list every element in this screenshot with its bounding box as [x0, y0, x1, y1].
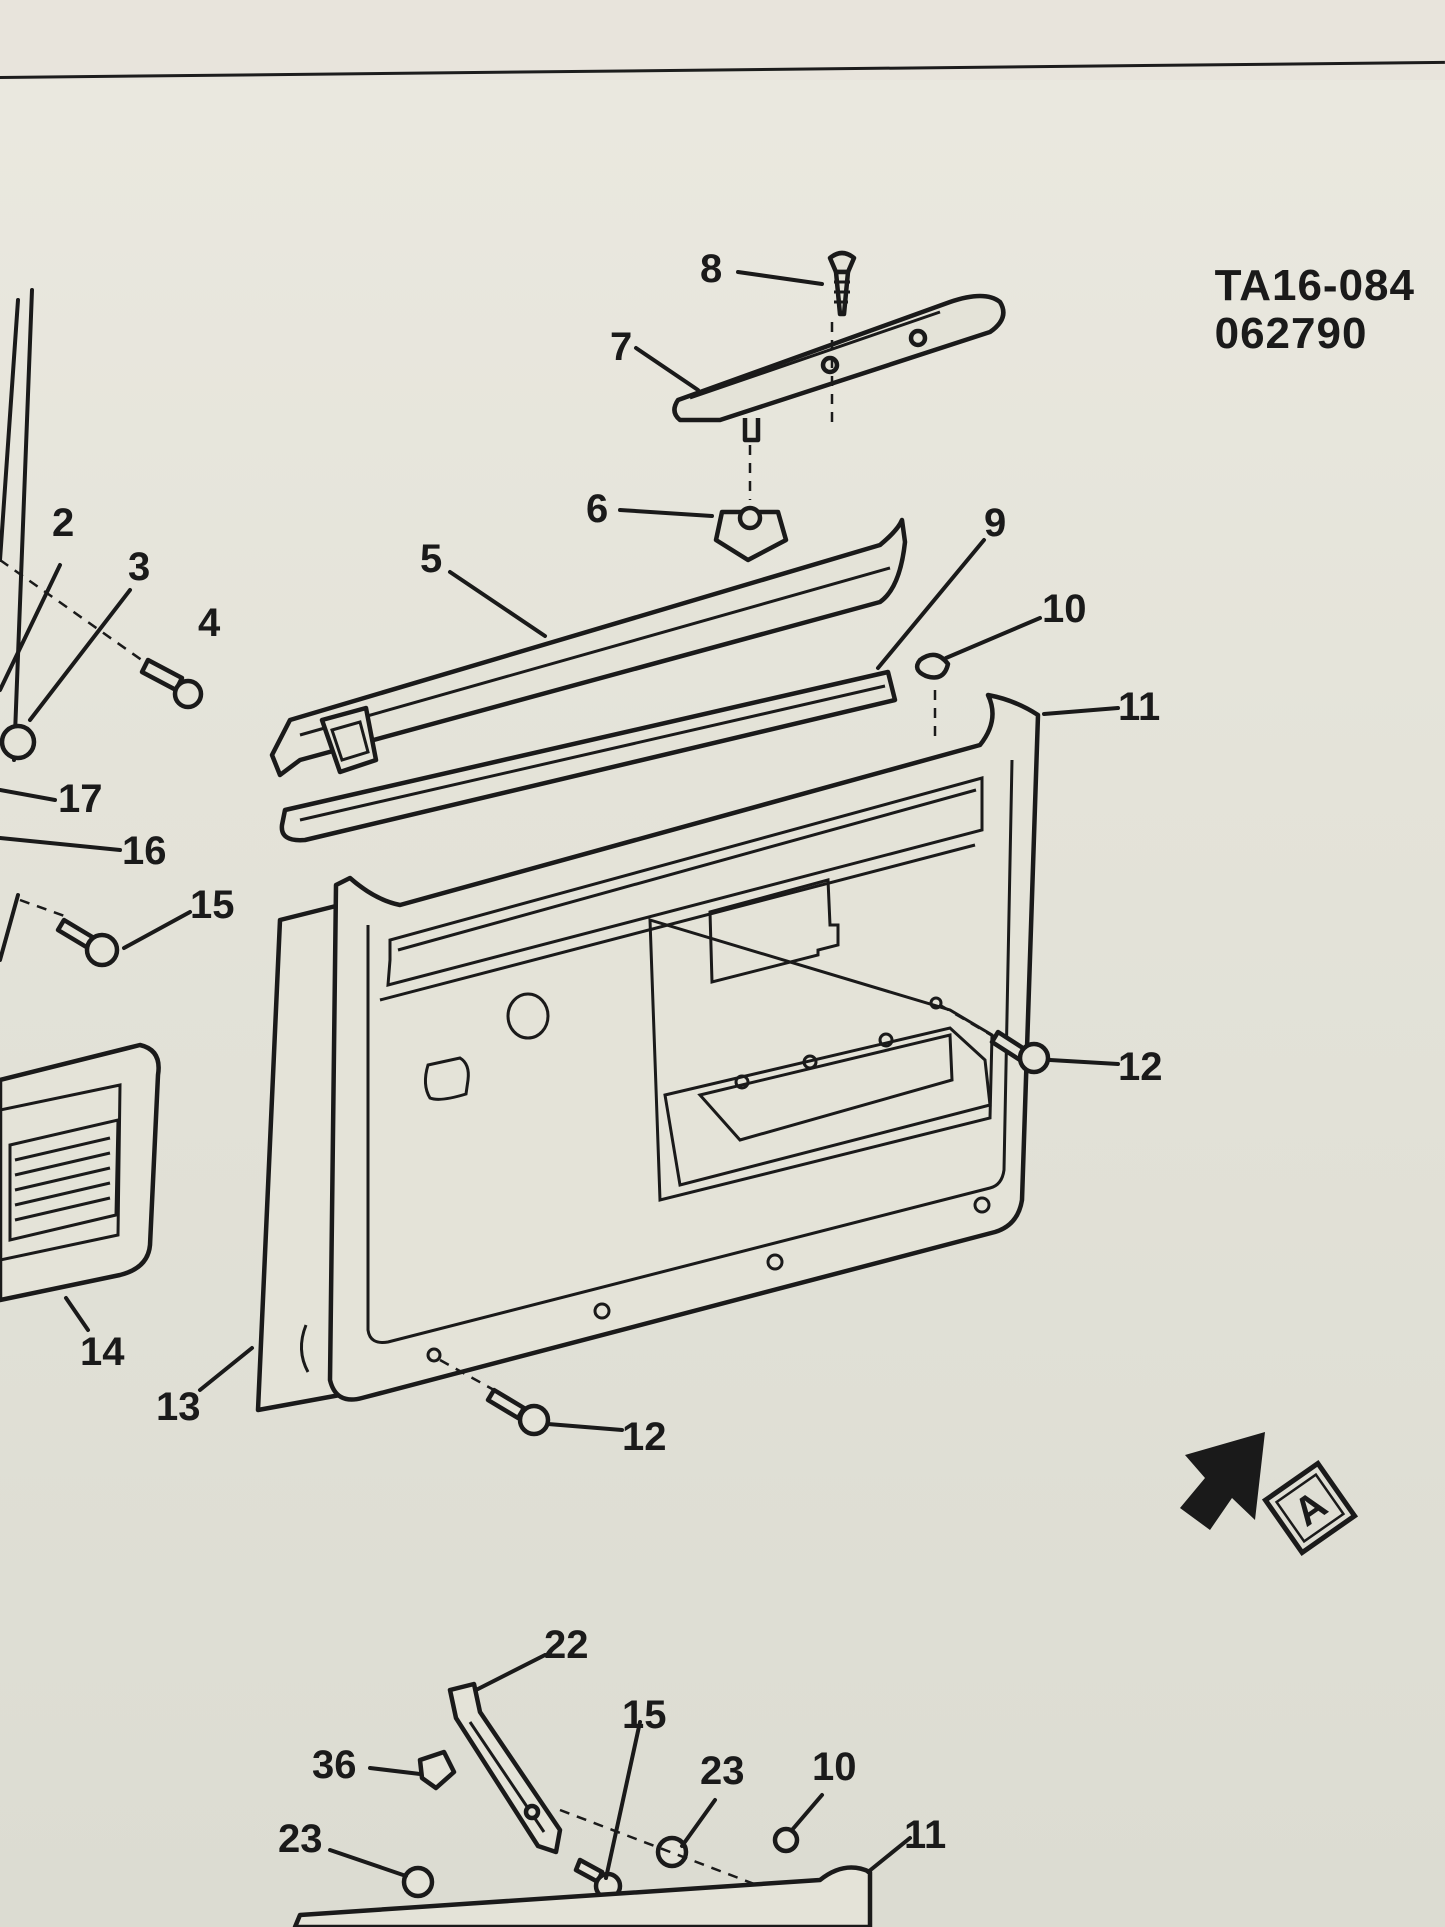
- trim-panel-part-11-detail: [292, 1865, 873, 1927]
- callout-15-detail: 15: [622, 1693, 667, 1737]
- callout-23-right: 23: [700, 1749, 745, 1793]
- screw-part-12-lower: [439, 1358, 551, 1437]
- callout-13: 13: [156, 1385, 201, 1429]
- callout-5: 5: [420, 537, 442, 581]
- door-trim-panel-part-11: [300, 692, 1041, 1402]
- screw-part-23-right: [655, 1835, 689, 1869]
- screw-part-12-upper: [939, 1003, 1051, 1075]
- screw-part-3: [0, 723, 37, 761]
- callout-16: 16: [122, 829, 167, 873]
- callout-14: 14: [80, 1330, 125, 1374]
- callout-9: 9: [984, 501, 1006, 545]
- callout-4: 4: [198, 601, 221, 645]
- figure-date-code: 062790: [1214, 309, 1368, 358]
- view-a-marker: A: [1180, 1432, 1359, 1557]
- view-a-detail: [292, 1653, 912, 1927]
- figure-reference: TA16-084 062790: [1215, 262, 1415, 358]
- callout-10: 10: [1042, 587, 1087, 631]
- callout-7: 7: [610, 325, 632, 369]
- callout-11-detail: 11: [904, 1813, 946, 1857]
- callout-11: 11: [1118, 685, 1160, 729]
- callout-12-upper: 12: [1118, 1045, 1163, 1089]
- screw-part-4: [139, 657, 204, 710]
- armrest-part-5: [269, 517, 908, 778]
- bracket-part-22: [447, 1681, 563, 1855]
- clip-part-10: [914, 652, 951, 680]
- callout-2: 2: [52, 501, 74, 545]
- callout-36: 36: [312, 1743, 357, 1787]
- callout-10-detail: 10: [812, 1745, 857, 1789]
- screw-part-15: [55, 917, 120, 968]
- callout-8: 8: [700, 247, 722, 291]
- screw-part-8: [827, 250, 857, 317]
- callout-17: 17: [58, 777, 103, 821]
- callout-labels: 2 3 4 5 6 7 8 9 10 11 12 12 13 14 15 16 …: [52, 247, 1163, 1861]
- left-door-assembly: [0, 288, 204, 1332]
- callout-23-left: 23: [278, 1817, 323, 1861]
- pull-handle-part-7: [672, 293, 1006, 443]
- callout-15: 15: [190, 883, 235, 927]
- screw-part-23-left: [401, 1865, 435, 1899]
- callout-22: 22: [544, 1623, 589, 1667]
- door-panel-part-14: [0, 1042, 161, 1303]
- trim-strip-part-9: [279, 669, 898, 843]
- callout-3: 3: [128, 545, 150, 589]
- figure-code: TA16-084: [1214, 261, 1415, 310]
- page-top-margin: [0, 0, 1445, 80]
- screw-part-15-detail: [573, 1857, 623, 1901]
- callout-6: 6: [586, 487, 608, 531]
- callout-12-lower: 12: [622, 1415, 667, 1459]
- nut-part-6: [713, 505, 789, 563]
- water-deflector-part-13: [255, 902, 343, 1413]
- clip-part-36: [417, 1749, 457, 1791]
- clip-part-10-detail: [772, 1826, 800, 1854]
